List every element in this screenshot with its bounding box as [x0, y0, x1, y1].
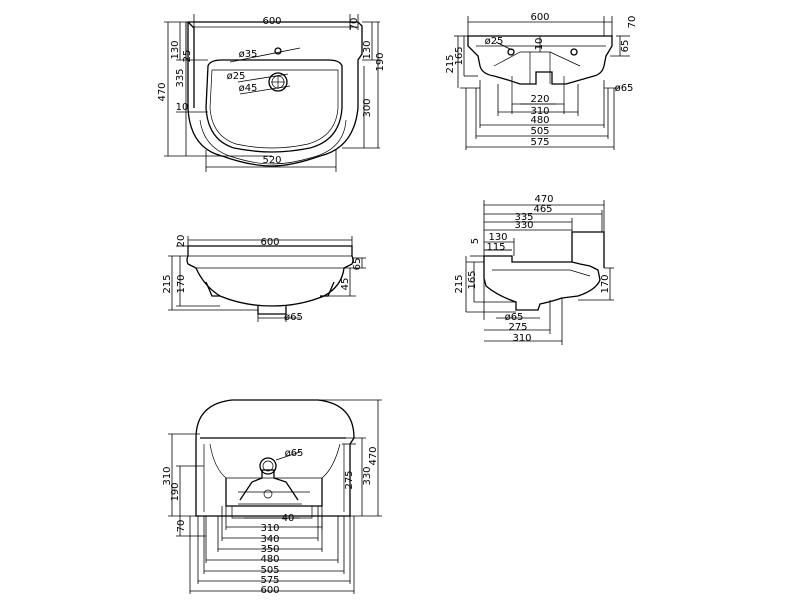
section-front-view: 20 600 215 170 65 45 ø65	[162, 235, 366, 323]
dim-section-left-215: 215	[162, 274, 173, 293]
dim-bottom-505: 505	[260, 565, 279, 576]
dim-front-margin: 70	[627, 16, 638, 29]
dim-top-offset-10: 10	[176, 102, 189, 113]
dim-side-left-165: 165	[467, 270, 478, 289]
side-view-dimensions	[465, 200, 614, 345]
dim-side-465: 465	[533, 204, 552, 215]
dim-top-depth-335: 335	[175, 68, 186, 87]
dim-front-width: 600	[530, 12, 549, 23]
drain-front-65: ø65	[615, 83, 634, 94]
dim-front-575: 575	[530, 137, 549, 148]
bottom-view-dimensions	[168, 399, 382, 594]
top-view: 600 70 130 25 470 335 130 190 300 10 520…	[157, 14, 386, 172]
dim-side-470: 470	[534, 194, 553, 205]
bottom-view-labels: 470 330 275 310 190 70 ø65 40 310 340 35…	[162, 446, 379, 596]
dim-front-left-215: 215	[445, 54, 456, 73]
top-view-labels: 600 70 130 25 470 335 130 190 300 10 520…	[157, 16, 386, 166]
hole-top-25: ø25	[227, 71, 246, 82]
dim-bottom-left-310: 310	[162, 466, 173, 485]
dim-section-right-45: 45	[340, 278, 351, 291]
dim-bottom-left-70: 70	[176, 520, 187, 533]
dim-top-width: 600	[262, 16, 281, 27]
drain-side-65: ø65	[505, 312, 524, 323]
dim-section-right-65: 65	[352, 258, 363, 271]
dim-section-left-170: 170	[176, 274, 187, 293]
front-view-labels: 600 70 215 165 65 ø25 10 ø65 220 310 480…	[445, 12, 638, 148]
hole-top-35: ø35	[239, 49, 258, 60]
section-front-dimensions	[168, 236, 366, 322]
top-view-outline	[187, 21, 363, 167]
drain-section-65: ø65	[284, 312, 303, 323]
dim-front-310: 310	[530, 106, 549, 117]
dim-bottom-575: 575	[260, 575, 279, 586]
section-front-outline	[186, 245, 354, 315]
dim-bottom-330: 330	[362, 466, 373, 485]
dim-bottom-275: 275	[344, 470, 355, 489]
dim-bottom-left-190: 190	[170, 482, 181, 501]
front-view: 600 70 215 165 65 ø25 10 ø65 220 310 480…	[445, 12, 638, 150]
section-front-labels: 20 600 215 170 65 45 ø65	[162, 235, 363, 323]
dim-side-310: 310	[512, 333, 531, 344]
dim-side-left-215: 215	[454, 274, 465, 293]
dim-top-right-190: 190	[375, 52, 386, 71]
dim-side-5: 5	[470, 238, 481, 244]
dim-side-right-170: 170	[600, 274, 611, 293]
bottom-view: 470 330 275 310 190 70 ø65 40 310 340 35…	[162, 399, 382, 596]
dim-top-right-130: 130	[362, 40, 373, 59]
dim-top-left-130: 130	[170, 40, 181, 59]
hole-top-45: ø45	[239, 83, 258, 94]
dim-front-right-65: 65	[620, 40, 631, 53]
dim-top-depth-470: 470	[157, 82, 168, 101]
dim-top-inner-520: 520	[262, 155, 281, 166]
dim-bottom-310: 310	[260, 523, 279, 534]
dim-side-275: 275	[508, 322, 527, 333]
dim-bottom-350: 350	[260, 544, 279, 555]
hole-front-25: ø25	[485, 36, 504, 47]
bottom-view-outline	[195, 399, 355, 519]
dim-section-width: 600	[260, 237, 279, 248]
dim-side-330: 330	[514, 220, 533, 231]
dim-side-130: 130	[488, 232, 507, 243]
dim-side-335: 335	[514, 212, 533, 223]
dim-bottom-600: 600	[260, 585, 279, 596]
dim-top-left-25: 25	[182, 50, 193, 63]
dim-bottom-340: 340	[260, 534, 279, 545]
dim-section-top-20: 20	[176, 235, 187, 248]
dim-front-10: 10	[534, 38, 545, 51]
side-view: 470 465 335 330 130 115 5 215 165 170 ø6…	[454, 194, 614, 345]
dim-front-505: 505	[530, 126, 549, 137]
dim-bottom-470: 470	[368, 446, 379, 465]
drain-bottom-65: ø65	[285, 448, 304, 459]
dim-bottom-40: 40	[282, 513, 295, 524]
dim-front-left-165: 165	[454, 46, 465, 65]
top-view-dimensions	[164, 14, 380, 172]
dim-bottom-480: 480	[260, 554, 279, 565]
front-view-dimensions	[454, 16, 630, 150]
dim-front-480: 480	[530, 115, 549, 126]
dim-front-220: 220	[530, 94, 549, 105]
front-view-outline	[460, 35, 620, 105]
dim-top-right-300: 300	[362, 98, 373, 117]
dim-top-margin: 70	[349, 18, 360, 31]
side-view-labels: 470 465 335 330 130 115 5 215 165 170 ø6…	[454, 194, 611, 344]
dim-side-115: 115	[486, 242, 505, 253]
